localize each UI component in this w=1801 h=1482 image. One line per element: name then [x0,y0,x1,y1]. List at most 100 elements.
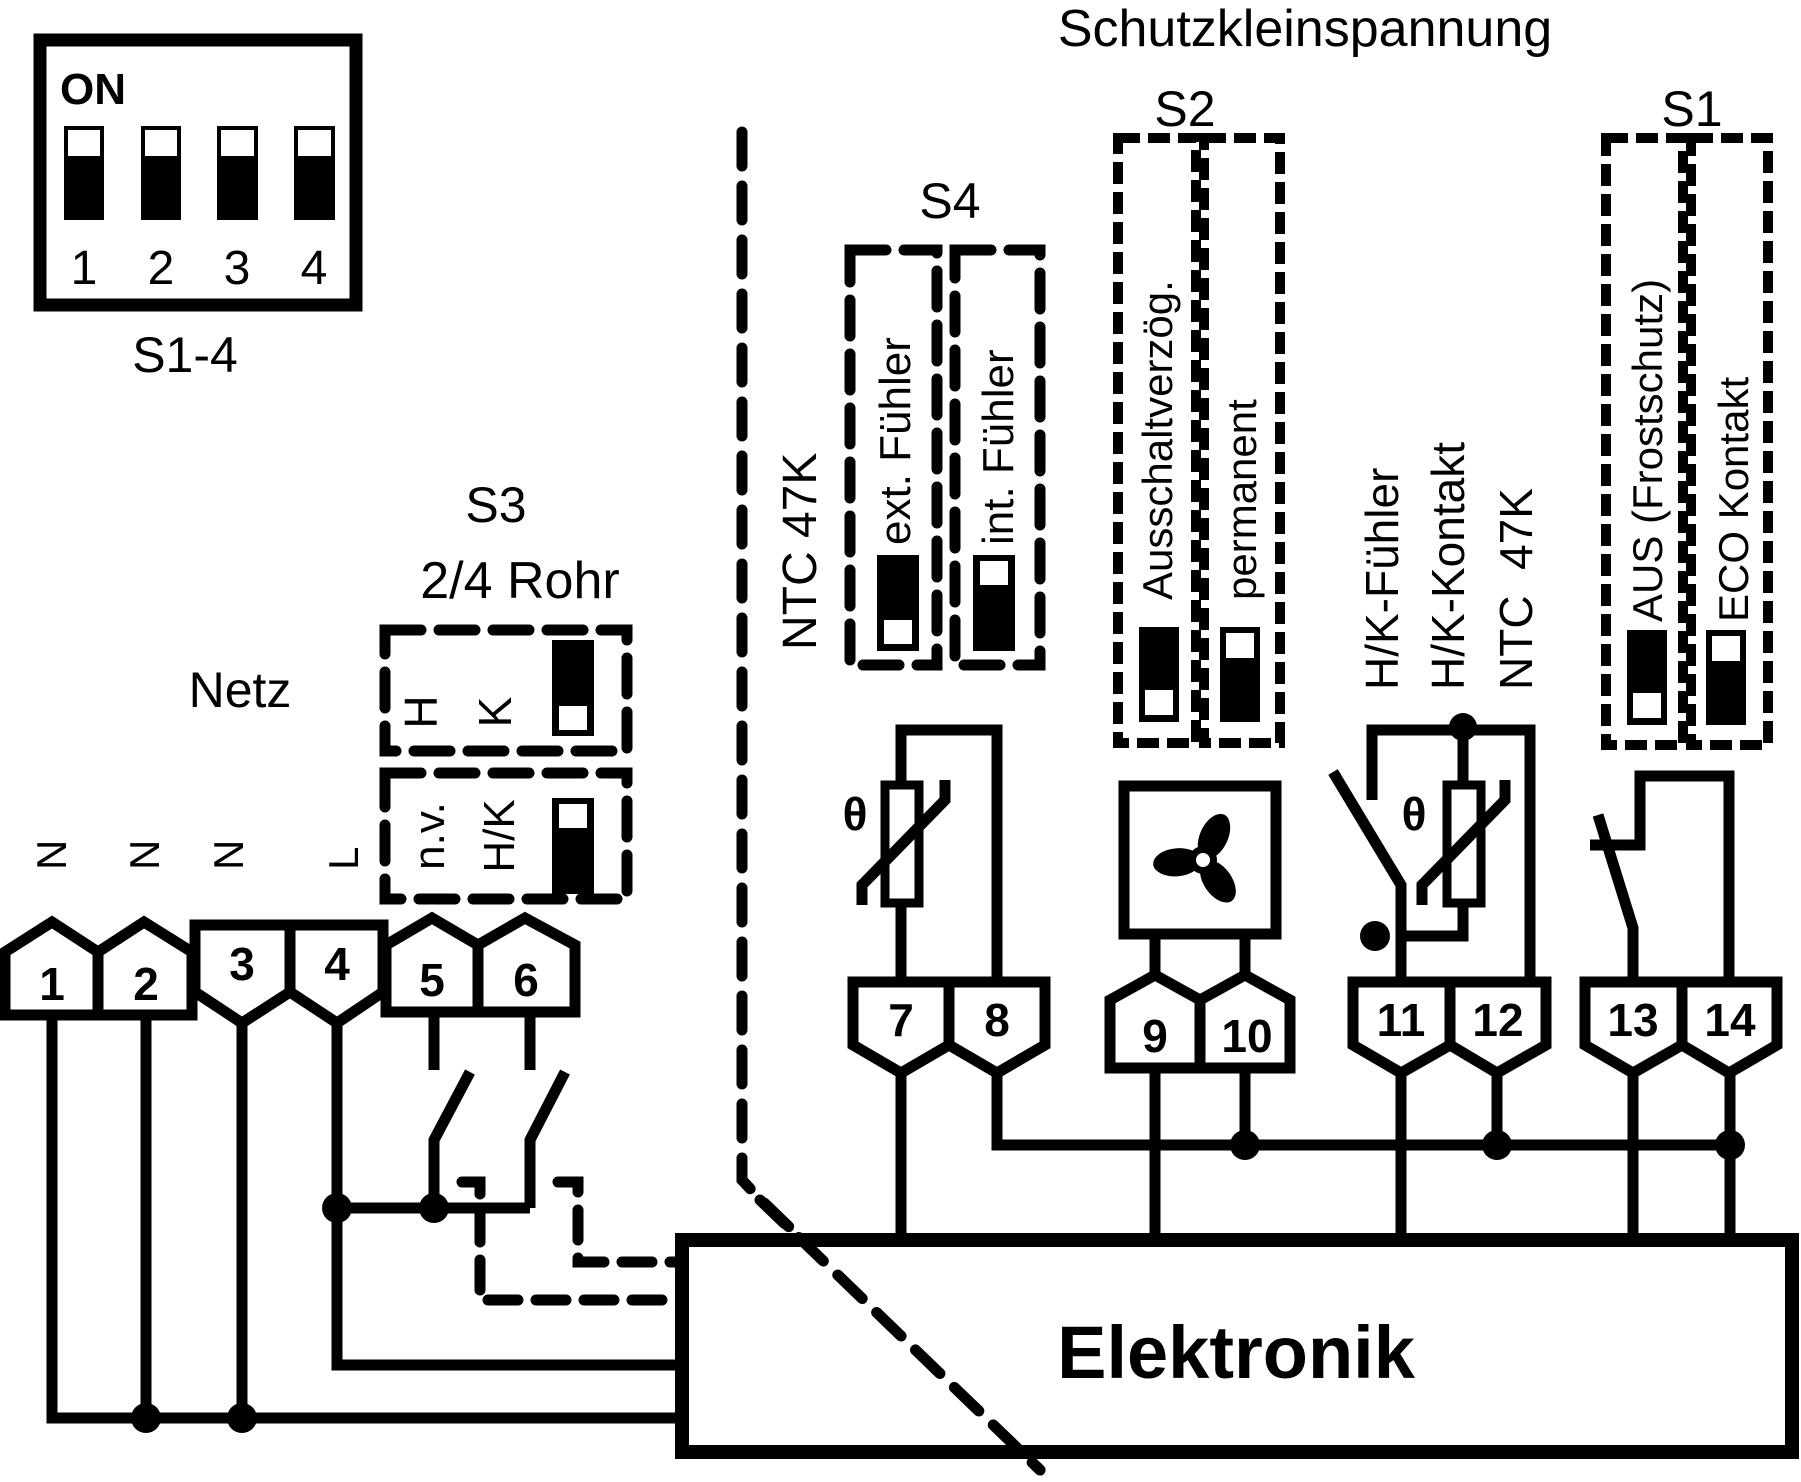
terminal-10[interactable] [1194,968,1296,1074]
low-voltage-wiring [895,1070,1745,1240]
terminal-number: 1 [39,958,65,1010]
s2-delay-label: Ausschaltverzög. [1134,280,1181,600]
s4-int-toggle[interactable] [973,555,1015,651]
eco-contact [1590,770,1735,982]
s3-subtitle: 2/4 Rohr [420,552,619,610]
theta-icon: θ [843,788,868,840]
terminal-8[interactable] [943,976,1051,1080]
terminal-14[interactable] [1676,976,1783,1080]
switch-s2: S2 Ausschaltverzög. permanent [1113,81,1285,748]
s3-row1-frame [379,624,633,757]
s4-ext-frame [844,244,943,671]
s2-permanent-label: permanent [1218,399,1265,600]
terminal-3[interactable] [189,919,296,1030]
terminal-number: 12 [1472,994,1523,1046]
hk-sensor-contact: θ [1328,713,1536,982]
junction-dot [1449,713,1477,741]
terminal-number: 14 [1704,994,1756,1046]
dip-lever-1[interactable] [64,126,104,220]
terminal-11[interactable] [1347,976,1456,1080]
dip-position-label: 3 [224,242,251,295]
terminal-number: 5 [419,954,445,1006]
electronics-label: Elektronik [1057,1311,1416,1394]
junction-dot [1360,921,1390,951]
s3-heat-label: H [395,695,447,728]
junction-dot [1715,1130,1745,1160]
switch-s3: S3 2/4 Rohr H K n.v. H/K [379,477,633,905]
hk-sensor-label: H/K-Fühler [1356,468,1408,690]
s4-int-frame [949,244,1046,671]
junction-dot [322,1193,352,1223]
terminal-number: 3 [229,938,255,990]
external-sensor: θ [843,724,1003,982]
fan-frame [1118,780,1282,940]
s3-name: S3 [465,477,526,533]
terminal-number: 8 [984,994,1010,1046]
terminal-4[interactable] [284,919,389,1030]
terminal-number: 13 [1607,994,1658,1046]
power-label-n1: N [28,840,75,870]
s1-off-frame [1601,133,1688,750]
fan [1118,780,1282,978]
power-label-n3: N [205,840,252,870]
safety-separation-diagonal [754,1194,1046,1476]
s1-eco-frame [1686,133,1773,750]
s1-name: S1 [1661,81,1722,137]
s2-delay-toggle[interactable] [1139,627,1179,722]
s3-row1-toggle[interactable] [552,640,594,736]
power-label-n2: N [121,840,168,870]
s2-name: S2 [1154,81,1215,137]
s2-permanent-frame [1199,133,1285,748]
mains-terminal-block: 1 2 3 4 5 6 [0,911,581,1030]
s1-eco-toggle[interactable] [1706,630,1746,725]
fan-icon [1153,813,1236,903]
terminal-6[interactable] [472,911,581,1018]
theta-icon: θ [1402,788,1427,840]
power-label-l: L [320,847,367,870]
dip-position-label: 4 [301,242,328,295]
s2-permanent-toggle[interactable] [1220,627,1260,722]
s4-ext-toggle[interactable] [877,555,919,651]
dip-position-label: 1 [71,242,98,295]
s1-off-label: AUS (Frostschutz) [1624,279,1671,622]
terminal-number: 6 [513,954,539,1006]
dip-lever-4[interactable] [294,126,335,220]
terminal-7[interactable] [847,976,955,1080]
s4-name: S4 [919,173,980,229]
s4-int-label: int. Fühler [974,349,1023,545]
s3-row2-toggle[interactable] [552,798,594,894]
s3-hk-label: H/K [475,799,524,872]
terminal-number: 4 [324,938,350,990]
dip-switch-name: S1-4 [132,327,238,383]
s4-ntc-label: NTC 47K [774,453,827,650]
s3-cool-label: K [469,696,521,727]
low-voltage-terminal-block: 7 8 9 10 11 12 13 14 [847,968,1783,1080]
dip-lever-3[interactable] [217,126,258,220]
s2-delay-frame [1113,133,1201,748]
mains-label: Netz [189,662,292,718]
terminal-number: 2 [133,958,159,1010]
junction-dot [131,1403,161,1433]
mains-wiring [46,1015,681,1433]
low-voltage-title: Schutzkleinspannung [1058,0,1552,58]
dip-on-label: ON [60,65,126,114]
junction-dot [419,1193,449,1223]
dip-position-label: 2 [148,242,175,295]
terminal-number: 11 [1377,994,1426,1046]
terminal-13[interactable] [1579,976,1688,1080]
s1-off-toggle[interactable] [1627,630,1667,725]
electronics-module [675,1233,1799,1459]
hk-ntc-label: NTC 47K [1490,488,1542,690]
hk-contact-label: H/K-Kontakt [1422,442,1474,690]
dip-switch-s1-4: ON 1 2 3 4 S1-4 [33,33,363,383]
junction-dot [227,1403,257,1433]
terminal-number: 10 [1221,1010,1272,1062]
switch-s4: S4 NTC 47K ext. Fühler int. Fühler [774,173,1046,671]
terminal-number: 9 [1142,1010,1168,1062]
dip-lever-2[interactable] [141,126,181,220]
s4-ext-label: ext. Fühler [871,337,920,545]
s1-eco-label: ECO Kontakt [1710,377,1757,622]
switch-s1: S1 AUS (Frostschutz) ECO Kontakt [1601,81,1773,750]
terminal-number: 7 [888,994,914,1046]
